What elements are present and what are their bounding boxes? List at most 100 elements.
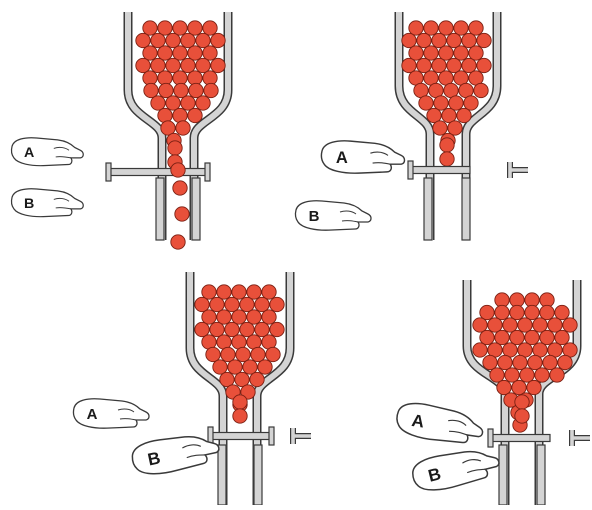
ball-icon: [196, 58, 210, 72]
gate-handle: [205, 163, 210, 181]
ball-icon: [424, 21, 438, 35]
ball-icon: [266, 347, 280, 361]
ball-icon: [221, 347, 235, 361]
ball-icon: [166, 96, 180, 110]
hand-icon: B: [295, 201, 371, 230]
tube-wall: [218, 445, 226, 505]
hand-icon: B: [11, 189, 83, 217]
ball-icon: [225, 297, 239, 311]
tube-wall: [499, 445, 507, 505]
ball-icon: [447, 58, 461, 72]
ball-icon: [469, 21, 483, 35]
ball-icon: [555, 305, 569, 319]
ball-icon: [159, 83, 173, 97]
ball-icon: [433, 121, 447, 135]
ball-icon: [210, 297, 224, 311]
ball-icon: [168, 141, 182, 155]
hand-label: B: [24, 196, 34, 212]
ball-icon: [211, 33, 225, 47]
ball-icon: [236, 347, 250, 361]
ball-icon: [535, 368, 549, 382]
ball-icon: [181, 96, 195, 110]
ball-icon: [525, 305, 539, 319]
ball-icon: [225, 322, 239, 336]
ball-icon: [176, 121, 190, 135]
ball-icon: [202, 310, 216, 324]
ball-icon: [548, 318, 562, 332]
ball-icon: [440, 138, 454, 152]
panel-1: AB: [11, 12, 228, 249]
gate-lever-icon: [490, 435, 550, 442]
ball-icon: [540, 305, 554, 319]
gate-handle: [408, 161, 413, 179]
tube-wall: [462, 178, 470, 240]
ball-icon: [211, 58, 225, 72]
ball-icon: [503, 318, 517, 332]
hand-label: B: [309, 208, 320, 225]
ball-icon: [462, 33, 476, 47]
ball-icon: [540, 330, 554, 344]
ball-icon: [171, 235, 185, 249]
ball-icon: [136, 58, 150, 72]
tube-wall: [192, 178, 200, 240]
ball-icon: [151, 96, 165, 110]
ball-icon: [195, 297, 209, 311]
hand-label: A: [24, 145, 34, 161]
ball-icon: [210, 322, 224, 336]
ball-icon: [498, 355, 512, 369]
hand-icon: A: [321, 141, 404, 173]
ball-icon: [417, 33, 431, 47]
ball-icon: [255, 297, 269, 311]
ball-icon: [136, 33, 150, 47]
ball-icon: [550, 368, 564, 382]
ball-icon: [424, 46, 438, 60]
ball-icon: [204, 83, 218, 97]
ball-icon: [213, 360, 227, 374]
ball-icon: [440, 152, 454, 166]
hand-label: A: [87, 406, 98, 423]
ball-icon: [247, 285, 261, 299]
ball-icon: [449, 96, 463, 110]
ball-icon: [419, 96, 433, 110]
ball-icon: [202, 285, 216, 299]
ball-icon: [555, 330, 569, 344]
gate-lever-icon: [410, 167, 470, 174]
ball-icon: [250, 372, 264, 386]
tube-wall: [537, 445, 545, 505]
ball-icon: [490, 368, 504, 382]
ball-icon: [173, 21, 187, 35]
ball-icon: [543, 355, 557, 369]
ball-icon: [240, 322, 254, 336]
ball-icon: [510, 305, 524, 319]
ball-icon: [173, 181, 187, 195]
ball-icon: [203, 21, 217, 35]
ball-icon: [477, 58, 491, 72]
ball-icon: [188, 21, 202, 35]
tube-wall: [254, 445, 262, 505]
ball-icon: [515, 409, 529, 423]
ball-icon: [174, 83, 188, 97]
hand-icon: B: [410, 442, 503, 496]
hand-icon: A: [394, 401, 485, 447]
ball-icon: [270, 297, 284, 311]
ball-icon: [206, 347, 220, 361]
ball-icon: [196, 33, 210, 47]
panel-2: AB: [295, 12, 528, 240]
ball-icon: [558, 355, 572, 369]
ball-icon: [203, 46, 217, 60]
ball-icon: [473, 318, 487, 332]
ball-icon: [144, 83, 158, 97]
gate-lever-icon: [108, 169, 208, 176]
ball-icon: [417, 58, 431, 72]
ball-icon: [454, 21, 468, 35]
ball-icon: [477, 33, 491, 47]
ball-icon: [243, 360, 257, 374]
ball-icon: [409, 21, 423, 35]
ball-icon: [171, 163, 185, 177]
ball-icon: [181, 58, 195, 72]
ball-icon: [483, 355, 497, 369]
ball-icon: [143, 21, 157, 35]
ball-icon: [447, 33, 461, 47]
ball-icon: [439, 46, 453, 60]
